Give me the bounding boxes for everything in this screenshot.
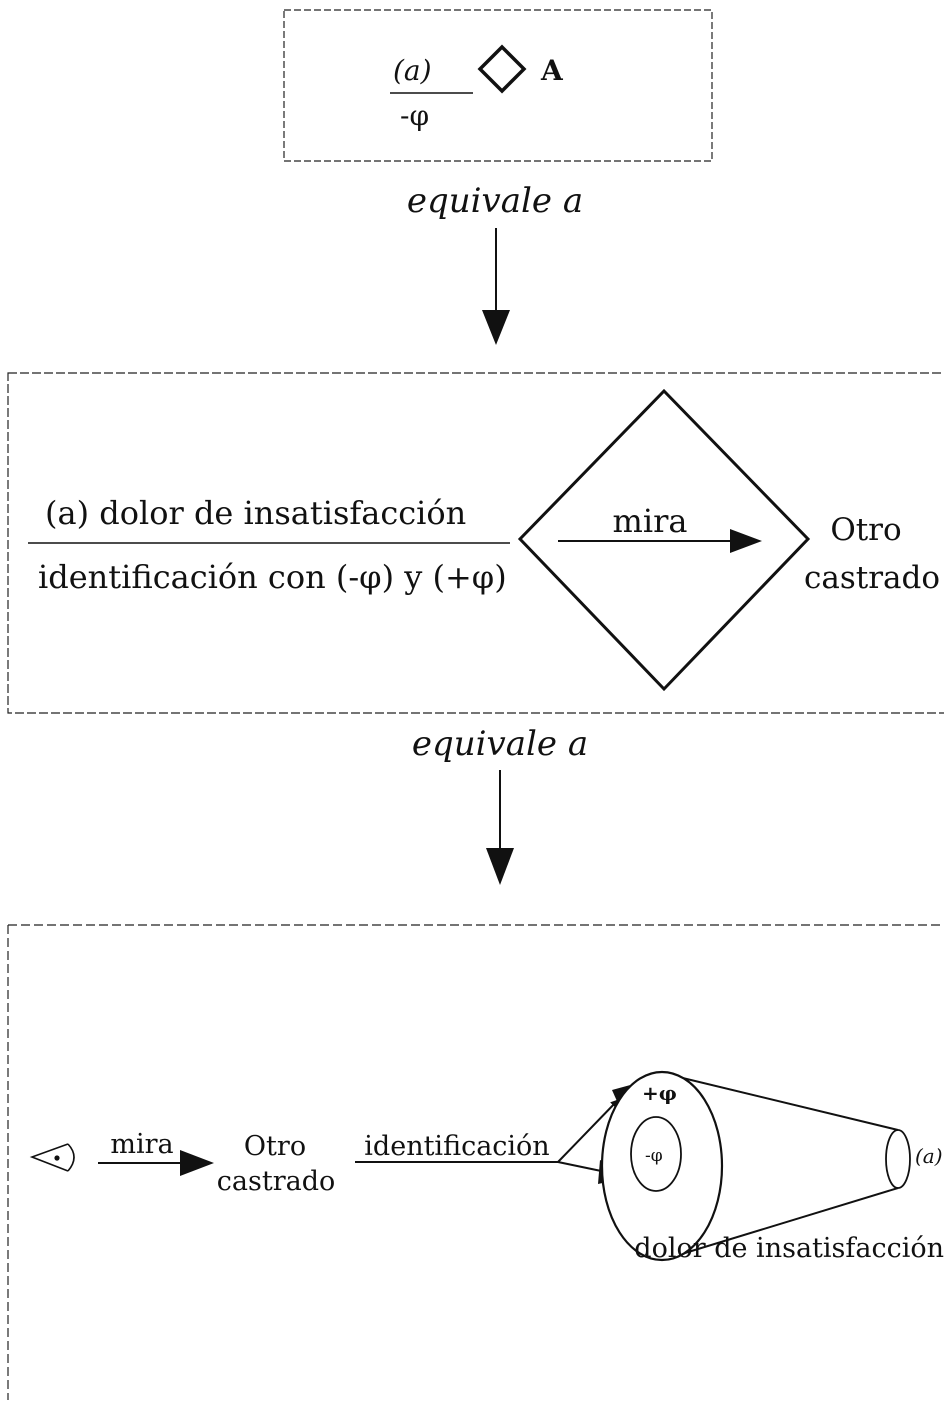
structure-box [7, 372, 944, 714]
structure-denominator: identificación con (-φ) y (+φ) [38, 558, 507, 596]
identification-label: identificación [364, 1131, 549, 1162]
object-a-label: (a) [915, 1144, 943, 1168]
cone-caption: dolor de insatisfacción [634, 1233, 944, 1264]
structure-target-line2: castrado [804, 560, 940, 596]
large-lozenge [517, 388, 811, 692]
lozenge-icon [477, 44, 527, 94]
equivalence-label-1: equivale a [407, 181, 583, 221]
cone-base [600, 1070, 724, 1262]
minus-phi-label: -φ [645, 1146, 663, 1166]
structure-arrow-label: mira [613, 502, 688, 540]
plus-phi-label: +φ [642, 1081, 677, 1105]
equivalence-label-2: equivale a [412, 724, 588, 764]
down-arrow-2-head [486, 848, 514, 885]
branch-arrow-lower [557, 1161, 607, 1173]
down-arrow-1-head [482, 310, 510, 345]
gaze-arrow-head [180, 1150, 214, 1176]
formula-numerator: (a) [393, 54, 432, 87]
structure-target-line1: Otro [830, 512, 901, 548]
other-line2: castrado [217, 1166, 335, 1197]
scopic-box [7, 924, 944, 1400]
gaze-arrow-label: mira [110, 1129, 173, 1160]
formula-big-other: A [540, 54, 564, 87]
structure-arrow-head [730, 529, 762, 553]
other-line1: Otro [244, 1131, 306, 1162]
branch-arrow-upper [557, 1099, 619, 1163]
cone-inner-circle [630, 1116, 682, 1192]
eye-icon [29, 1143, 75, 1172]
formula-denominator: -φ [400, 99, 429, 132]
cone-apex-opening [885, 1129, 911, 1189]
structure-numerator: (a) dolor de insatisfacción [45, 494, 466, 532]
cone-figure [600, 1070, 911, 1262]
formula-box [283, 9, 713, 162]
